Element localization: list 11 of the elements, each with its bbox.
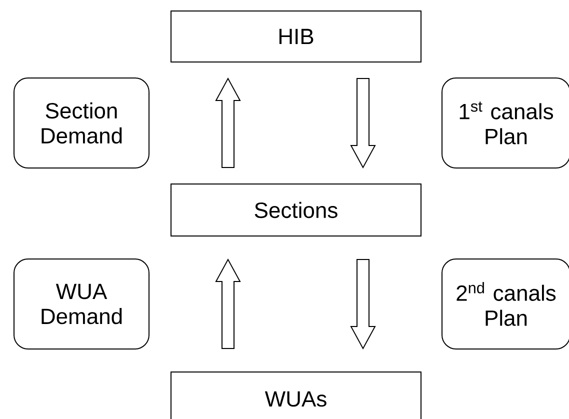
block-arrow <box>215 258 241 349</box>
block-arrow <box>215 77 241 168</box>
process-box: WUAs <box>170 372 422 419</box>
note-box: 2$^{nd}$ canals Plan <box>442 258 569 350</box>
note-box: WUA Demand <box>14 258 150 350</box>
block-arrow <box>350 78 376 169</box>
note-box: 1$^{st}$ canals Plan <box>442 78 569 168</box>
process-box: HIB <box>170 10 422 62</box>
note-box: Section Demand <box>14 78 150 168</box>
block-arrow <box>350 259 376 350</box>
process-box: Sections <box>170 184 422 236</box>
